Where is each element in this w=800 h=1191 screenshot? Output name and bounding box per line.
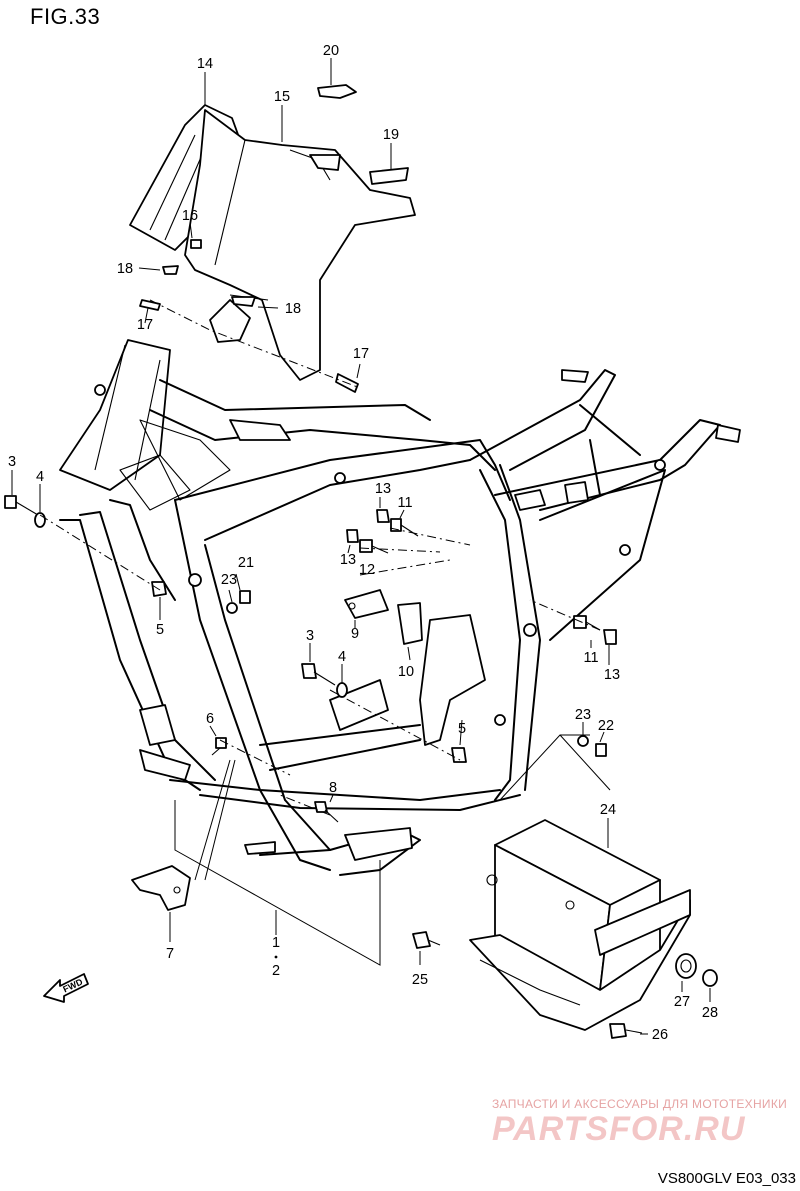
callout-21: 21 <box>238 555 254 571</box>
callout-11b: 11 <box>583 650 598 666</box>
callout-26: 26 <box>652 1027 668 1043</box>
emblem-20 <box>317 84 357 99</box>
callout-20: 20 <box>323 43 339 59</box>
callout-13a: 13 <box>375 481 391 497</box>
callout-3a: 3 <box>8 454 16 470</box>
bolt-12 <box>359 539 389 554</box>
bracket-7 <box>131 865 191 911</box>
callout-15: 15 <box>274 89 290 105</box>
battery-case-24 <box>469 819 691 1031</box>
nut-13b <box>346 529 359 543</box>
callout-labels: 14 15 20 19 16 18 18 17 17 3 4 5 13 11 1… <box>8 43 718 1043</box>
callout-16: 16 <box>182 208 198 224</box>
callout-5a: 5 <box>156 622 164 638</box>
callout-4b: 4 <box>338 649 346 665</box>
washer-4b <box>336 682 348 698</box>
callout-25: 25 <box>412 972 428 988</box>
callout-17b: 17 <box>353 346 369 362</box>
callout-3b: 3 <box>306 628 314 644</box>
bolt-8 <box>314 801 339 823</box>
bolt-6 <box>211 737 227 756</box>
callout-23b: 23 <box>575 707 591 723</box>
nut-5b <box>451 747 467 763</box>
emblem-19 <box>369 167 409 185</box>
callout-13b: 13 <box>340 552 356 568</box>
bolt-22 <box>595 743 607 757</box>
callout-13c: 13 <box>604 667 620 683</box>
callout-12: 12 <box>359 562 375 578</box>
callout-22: 22 <box>598 718 614 734</box>
screw-17a <box>139 299 161 311</box>
bolt-21 <box>239 590 251 604</box>
watermark-tagline: ЗАПЧАСТИ И АКСЕССУАРЫ ДЛЯ МОТОТЕХНИКИ <box>492 1097 788 1111</box>
cover-clip-18a <box>162 265 179 275</box>
frame-cover-front <box>129 104 416 381</box>
callout-18a: 18 <box>117 261 133 277</box>
fwd-arrow-icon: FWD <box>43 973 89 1003</box>
bolt-3a <box>4 495 39 516</box>
callout-9: 9 <box>351 626 359 642</box>
callout-8: 8 <box>329 780 337 796</box>
cover-clip-18b <box>231 296 256 307</box>
callout-2: 2 <box>272 963 280 979</box>
callout-27: 27 <box>674 994 690 1010</box>
frame-assembly-outline <box>174 734 611 966</box>
center-lines <box>39 299 601 816</box>
callout-23a: 23 <box>221 572 237 588</box>
spacer-28 <box>702 969 718 987</box>
bolt-11a <box>390 518 419 537</box>
callout-24: 24 <box>600 802 616 818</box>
figure-title: FIG.33 <box>30 4 101 29</box>
callout-6: 6 <box>206 711 214 727</box>
bolt-25 <box>412 931 441 949</box>
nut-13c <box>603 629 617 645</box>
nut-13a <box>376 509 390 523</box>
callout-4a: 4 <box>36 469 44 485</box>
bracket-9 <box>344 589 389 619</box>
callout-28: 28 <box>702 1005 718 1021</box>
callout-10: 10 <box>398 664 414 680</box>
cover-bolt-16 <box>190 239 202 249</box>
washer-23b <box>577 735 589 747</box>
callout-7: 7 <box>166 946 174 962</box>
watermark-logo: PARTSFOR.RU <box>492 1110 746 1148</box>
washer-23a <box>226 602 238 614</box>
callout-1: 1 <box>272 935 280 951</box>
callout-14: 14 <box>197 56 213 72</box>
callout-19: 19 <box>383 127 399 143</box>
callout-separator-dot <box>274 955 278 959</box>
leader-lines <box>11 58 711 1035</box>
bolt-26 <box>609 1023 643 1039</box>
callout-5b: 5 <box>458 721 466 737</box>
callout-11a: 11 <box>397 495 412 511</box>
bracket-10 <box>397 602 486 746</box>
main-frame <box>59 339 741 876</box>
callout-17a: 17 <box>137 317 153 333</box>
bolt-3b <box>301 663 336 686</box>
drawing-code: VS800GLV E03_033 <box>657 1170 796 1187</box>
callout-18b: 18 <box>285 301 301 317</box>
cushion-27 <box>675 953 697 979</box>
